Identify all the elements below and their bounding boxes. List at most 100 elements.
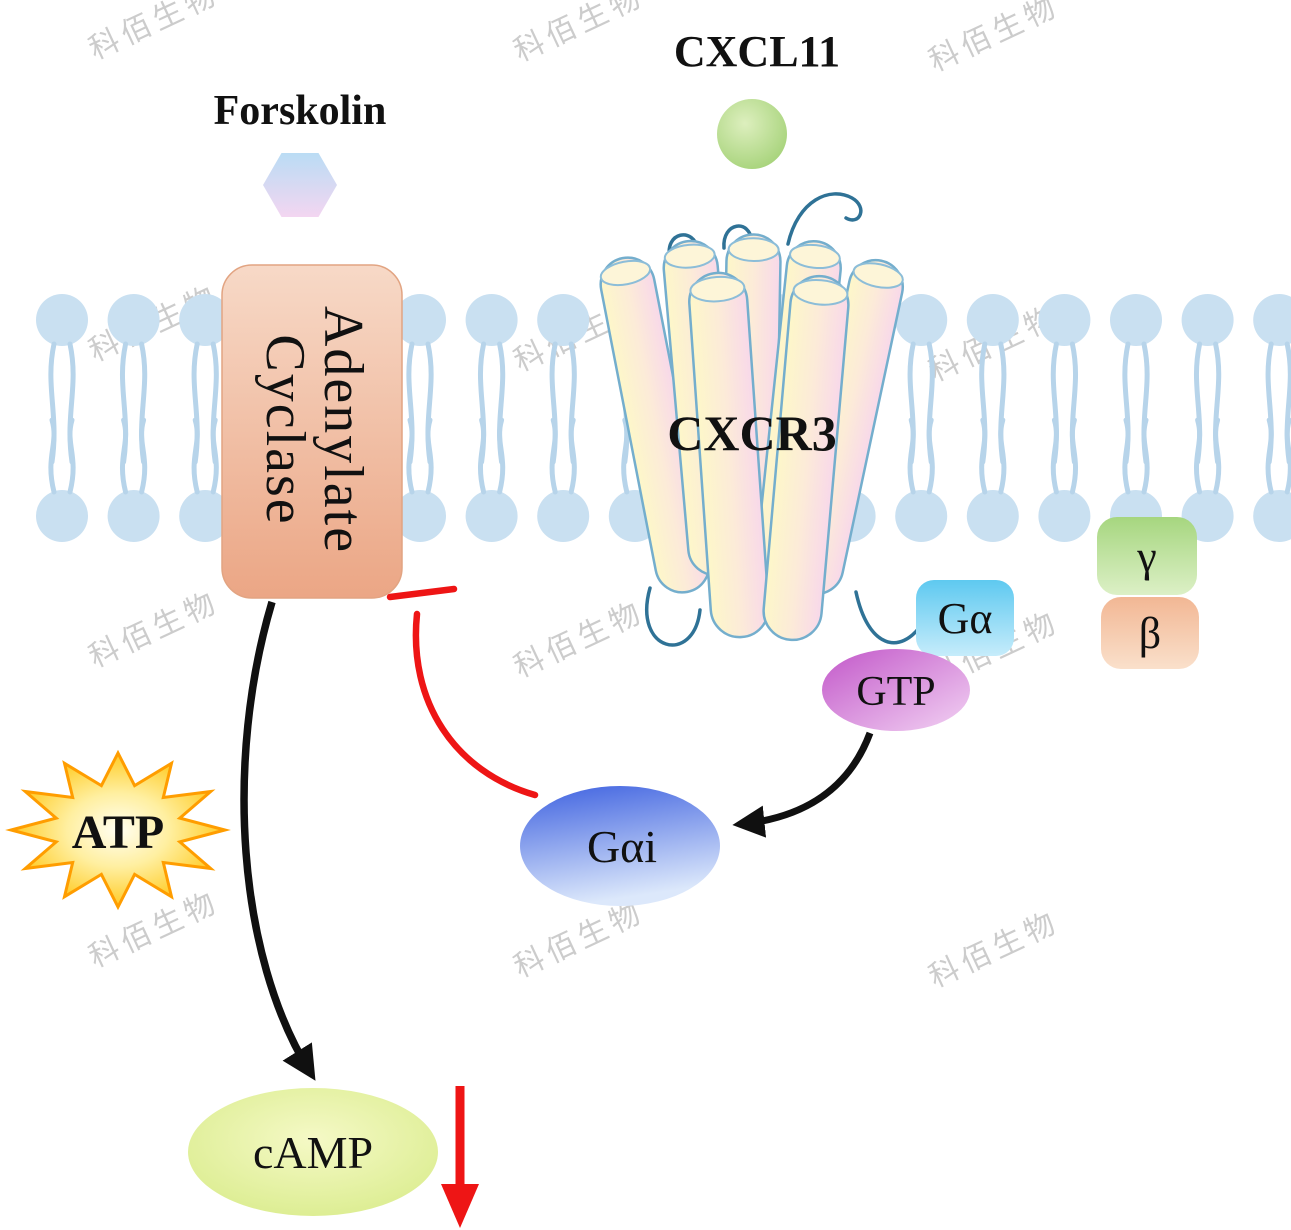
lipid-tail: [210, 417, 219, 495]
lipid-tail: [568, 417, 577, 495]
lipid-tail: [1069, 417, 1078, 495]
g-protein-gamma: γ: [1097, 517, 1197, 595]
lipid-tail: [549, 417, 558, 495]
receptor-helix: [762, 274, 850, 642]
lipid-head: [1038, 490, 1091, 542]
cxcl11: CXCL11: [674, 27, 840, 169]
lipid-tail: [1284, 417, 1291, 495]
lipid-head: [36, 294, 88, 346]
arrow-ac-to-camp: [240, 600, 316, 1081]
lipid-head: [1038, 294, 1091, 346]
g-protein-alpha: Gα: [916, 580, 1014, 656]
lipid-tail: [1265, 417, 1274, 495]
lipid-head: [1253, 294, 1291, 346]
gamma-body: [1097, 517, 1197, 595]
inhibition-arrow: [386, 585, 539, 799]
beta-body: [1101, 597, 1199, 669]
lipid-tail: [926, 417, 935, 495]
lipid-head: [179, 490, 232, 542]
lipid-head: [394, 490, 446, 542]
lipid-head: [966, 490, 1019, 542]
decrease-arrow-head: [441, 1184, 479, 1228]
watermark-text: 科佰生物: [84, 584, 226, 675]
watermark-text: 科佰生物: [509, 0, 651, 69]
lipid-tail: [621, 417, 630, 495]
forskolin: Forskolin: [214, 88, 387, 217]
adenylate-cyclase-label-line2: Cyclase: [254, 334, 316, 525]
watermark-text: 科佰生物: [509, 594, 651, 685]
lipid-head: [1181, 294, 1234, 346]
lipid-head: [1253, 490, 1291, 542]
lipid-head: [394, 294, 446, 346]
gtp-label: GTP: [856, 669, 935, 715]
cxcr3-receptor: CXCR3: [599, 192, 924, 647]
receptor-helix: [688, 271, 770, 639]
lipid-tail: [478, 417, 487, 495]
gtp-body: [822, 649, 970, 731]
atp-starburst: [5, 749, 231, 911]
lipid-head: [36, 490, 88, 542]
cxcr3-label: CXCR3: [667, 405, 836, 461]
watermark-text: 科佰生物: [509, 894, 651, 985]
lipid-tail: [1194, 417, 1203, 495]
camp-decrease-arrow: [441, 1086, 479, 1228]
lipid-tail: [67, 417, 76, 495]
lipid-tail: [1213, 417, 1222, 495]
lipid-head: [1110, 294, 1162, 346]
g-protein-beta: β: [1101, 597, 1199, 669]
atp-label: ATP: [72, 806, 164, 859]
lipid-head: [966, 294, 1019, 346]
lipid-head: [895, 490, 948, 542]
lipid-tail: [406, 417, 415, 495]
inhibition-curve: [412, 610, 539, 799]
lipid-tail: [979, 417, 988, 495]
camp: cAMP: [188, 1088, 438, 1216]
lipid-tail: [191, 417, 200, 495]
lipid-tail: [120, 417, 129, 495]
gamma-label: γ: [1136, 532, 1156, 581]
g-alpha-i-body: [520, 786, 720, 906]
lipid-tail: [907, 417, 916, 495]
adenylate-cyclase: Adenylate Cyclase: [221, 264, 403, 599]
receptor-c-terminus: [854, 590, 924, 645]
lipid-tail: [48, 417, 57, 495]
lipid-head: [107, 490, 160, 542]
watermark-text: 科佰生物: [84, 0, 226, 67]
cxcl11-ligand: [717, 99, 787, 169]
lipid-tail: [425, 417, 434, 495]
arrow-gtp-to-gai: [732, 731, 874, 838]
adenylate-cyclase-body: [221, 264, 403, 599]
atp: ATP: [5, 749, 231, 911]
gtp: GTP: [822, 649, 970, 731]
lipid-tail: [139, 417, 148, 495]
lipid-tail: [998, 417, 1007, 495]
adenylate-cyclase-label-line1: Adenylate: [312, 306, 374, 554]
lipid-tail: [1141, 417, 1150, 495]
lipid-head: [537, 294, 590, 346]
forskolin-molecule: [263, 153, 337, 217]
lipid-tail: [1122, 417, 1131, 495]
lipid-head: [107, 294, 160, 346]
inhibition-t-bar: [386, 585, 458, 601]
camp-body: [188, 1088, 438, 1216]
beta-label: β: [1139, 609, 1161, 658]
lipid-head: [895, 294, 948, 346]
lipid-tail: [1050, 417, 1059, 495]
forskolin-label: Forskolin: [214, 88, 387, 134]
receptor-n-terminus: [786, 192, 863, 246]
watermark-text: 科佰生物: [924, 904, 1066, 995]
receptor-helices: [599, 233, 904, 642]
lipid-head: [537, 490, 590, 542]
g-alpha-label: Gα: [938, 594, 993, 643]
lipid-head: [465, 294, 518, 346]
g-alpha-i-label: Gαi: [587, 821, 657, 872]
g-alpha-body: [916, 580, 1014, 656]
cxcl11-label: CXCL11: [674, 27, 840, 76]
lipid-tail: [497, 417, 506, 495]
watermark-text: 科佰生物: [924, 0, 1066, 79]
camp-label: cAMP: [253, 1127, 373, 1178]
g-alpha-i: Gαi: [520, 786, 720, 906]
watermark-text: 科佰生物: [84, 884, 226, 975]
